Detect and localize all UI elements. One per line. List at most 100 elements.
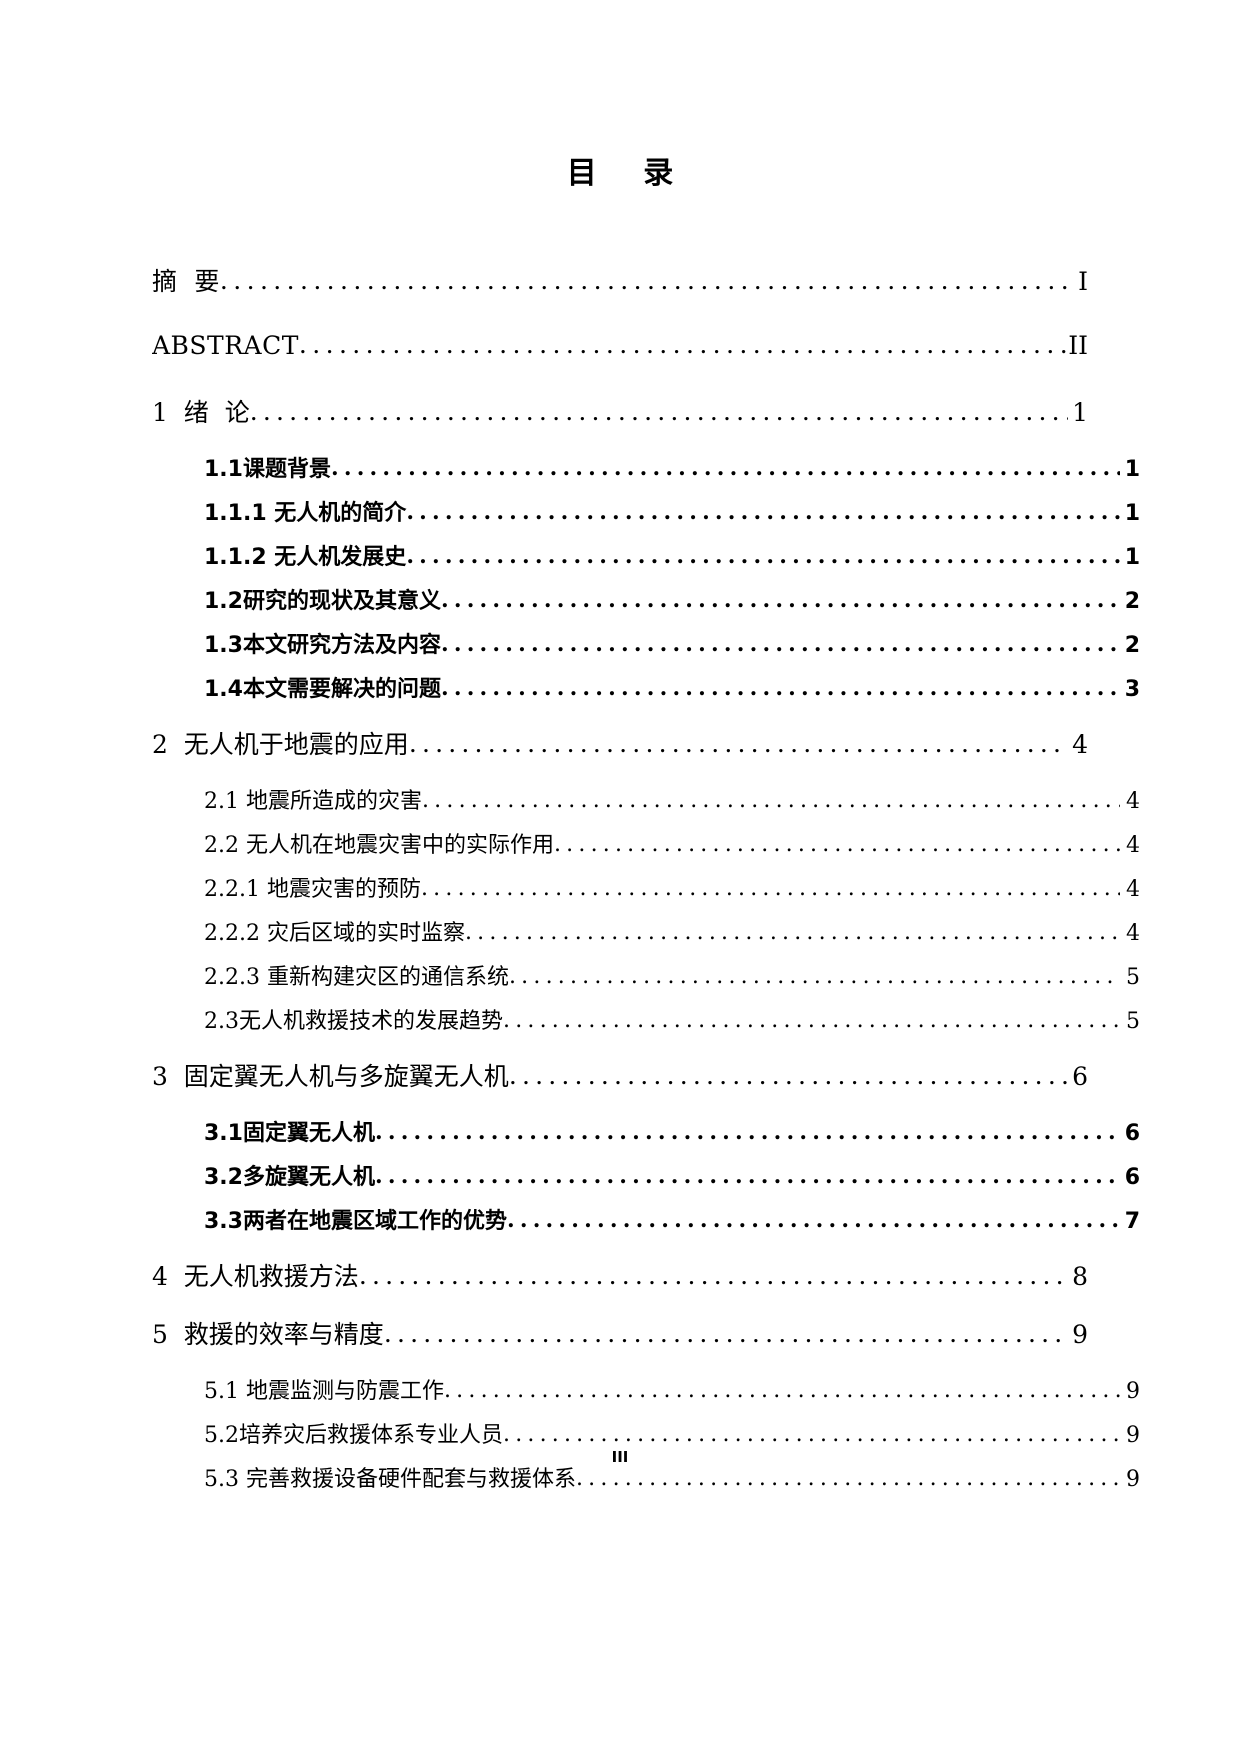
toc-entry[interactable]: 2.1 地震所造成的灾害............................… bbox=[152, 783, 1140, 815]
toc-entry[interactable]: 2.2 无人机在地震灾害中的实际作用......................… bbox=[152, 827, 1140, 859]
toc-entry[interactable]: 1.3本文研究方法及内容............................… bbox=[152, 627, 1140, 659]
toc-entry-label: 5.2培养灾后救援体系专业人员 bbox=[204, 1423, 503, 1448]
toc-entry-page-number: 9 bbox=[1126, 1467, 1140, 1492]
toc-entry-label: 1.1.2 无人机发展史 bbox=[204, 545, 407, 570]
toc-entry-label: 2 无人机于地震的应用 bbox=[152, 730, 409, 759]
toc-entry-page-number: 4 bbox=[1126, 877, 1140, 902]
toc-entry[interactable]: 2 无人机于地震的应用.............................… bbox=[152, 725, 1088, 761]
toc-dot-leader: ........................................… bbox=[508, 1061, 1068, 1090]
toc-dot-leader: ........................................… bbox=[503, 1422, 1120, 1447]
toc-entry[interactable]: 1.1.2 无人机发展史............................… bbox=[152, 539, 1140, 571]
toc-dot-leader: ........................................… bbox=[330, 455, 1120, 481]
toc-dot-leader: ........................................… bbox=[358, 1261, 1068, 1290]
toc-entry[interactable]: 3.1固定翼无人机...............................… bbox=[152, 1115, 1140, 1147]
toc-entry-label: 2.1 地震所造成的灾害 bbox=[204, 789, 422, 814]
toc-entry[interactable]: 3.2多旋翼无人机...............................… bbox=[152, 1159, 1140, 1191]
toc-entry[interactable]: 2.2.2 灾后区域的实时监察.........................… bbox=[152, 915, 1140, 947]
toc-entry-page-number: 1 bbox=[1124, 457, 1140, 482]
toc-dot-leader: ........................................… bbox=[553, 832, 1120, 857]
toc-entry[interactable]: 2.2.3 重新构建灾区的通信系统.......................… bbox=[152, 959, 1140, 991]
toc-entry-label: 1.4本文需要解决的问题 bbox=[204, 677, 441, 702]
toc-entry-label: 4 无人机救援方法 bbox=[152, 1262, 359, 1291]
toc-entry-label: 1.1课题背景 bbox=[204, 457, 331, 482]
footer-page-number: III bbox=[611, 1448, 629, 1466]
toc-entry-page-number: 1 bbox=[1124, 501, 1140, 526]
toc-entry-label: 3.3两者在地震区域工作的优势 bbox=[204, 1209, 507, 1234]
toc-entry[interactable]: 2.2.1 地震灾害的预防...........................… bbox=[152, 871, 1140, 903]
toc-dot-leader: ........................................… bbox=[406, 499, 1120, 525]
toc-dot-leader: ........................................… bbox=[508, 964, 1120, 989]
toc-entry-label: 摘 要 bbox=[152, 267, 220, 296]
toc-dot-leader: ........................................… bbox=[440, 587, 1120, 613]
toc-dot-leader: ........................................… bbox=[298, 331, 1066, 359]
toc-entry-label: 2.2.2 灾后区域的实时监察 bbox=[204, 921, 465, 946]
toc-entry[interactable]: 4 无人机救援方法...............................… bbox=[152, 1257, 1088, 1293]
toc-entry-page-number: 4 bbox=[1126, 789, 1140, 814]
toc-entry-label: 3.1固定翼无人机 bbox=[204, 1121, 375, 1146]
toc-entry-page-number: 2 bbox=[1124, 589, 1140, 614]
toc-entry[interactable]: 5.3 完善救援设备硬件配套与救援体系.....................… bbox=[152, 1461, 1140, 1493]
toc-entry-page-number: 4 bbox=[1126, 833, 1140, 858]
toc-entry-page-number: 4 bbox=[1126, 921, 1140, 946]
toc-entry[interactable]: ABSTRACT................................… bbox=[152, 331, 1088, 360]
toc-entry-page-number: 3 bbox=[1124, 677, 1140, 702]
toc-entry-label: 1 绪 论 bbox=[152, 398, 250, 427]
toc-entry-page-number: 7 bbox=[1124, 1209, 1140, 1234]
toc-dot-leader: ........................................… bbox=[249, 397, 1068, 426]
toc-dot-leader: ........................................… bbox=[420, 876, 1120, 901]
toc-entry[interactable]: 1.1.1 无人机的简介............................… bbox=[152, 495, 1140, 527]
toc-entry-page-number: 6 bbox=[1124, 1121, 1140, 1146]
toc-dot-leader: ........................................… bbox=[219, 266, 1068, 295]
toc-entry[interactable]: 1 绪 论...................................… bbox=[152, 393, 1088, 429]
toc-dot-leader: ........................................… bbox=[374, 1163, 1120, 1189]
toc-entry-page-number: 6 bbox=[1124, 1165, 1140, 1190]
toc-entry-page-number: 9 bbox=[1126, 1423, 1140, 1448]
toc-entry-page-number: 6 bbox=[1072, 1062, 1088, 1091]
toc-entry-label: 2.3无人机救援技术的发展趋势 bbox=[204, 1009, 503, 1034]
toc-entry[interactable]: 3.3两者在地震区域工作的优势.........................… bbox=[152, 1203, 1140, 1235]
toc-entry-label: 1.1.1 无人机的简介 bbox=[204, 501, 407, 526]
toc-entry-page-number: 9 bbox=[1126, 1379, 1140, 1404]
toc-entry[interactable]: 1.4本文需要解决的问题............................… bbox=[152, 671, 1140, 703]
toc-entry-page-number: 4 bbox=[1072, 730, 1088, 759]
toc-dot-leader: ........................................… bbox=[503, 1008, 1120, 1033]
toc-entry-label: 5.3 完善救援设备硬件配套与救援体系 bbox=[204, 1467, 576, 1492]
toc-entry[interactable]: 2.3无人机救援技术的发展趋势.........................… bbox=[152, 1003, 1140, 1035]
toc-entry-page-number: 8 bbox=[1072, 1262, 1088, 1291]
toc-entry[interactable]: 1.1课题背景.................................… bbox=[152, 451, 1140, 483]
toc-entry-label: 2.2.3 重新构建灾区的通信系统 bbox=[204, 965, 509, 990]
toc-entry-label: 2.2 无人机在地震灾害中的实际作用 bbox=[204, 833, 554, 858]
toc-entry-page-number: II bbox=[1068, 331, 1088, 360]
toc-entry-label: 3.2多旋翼无人机 bbox=[204, 1165, 375, 1190]
toc-dot-leader: ........................................… bbox=[506, 1207, 1120, 1233]
toc-entry[interactable]: 摘 要.....................................… bbox=[152, 262, 1088, 298]
toc-entry[interactable]: 1.2研究的现状及其意义............................… bbox=[152, 583, 1140, 615]
toc-entry-label: 1.2研究的现状及其意义 bbox=[204, 589, 441, 614]
table-of-contents: 摘 要.....................................… bbox=[152, 262, 1140, 1505]
toc-entry-page-number: 2 bbox=[1124, 633, 1140, 658]
toc-dot-leader: ........................................… bbox=[374, 1119, 1120, 1145]
toc-entry-page-number: 1 bbox=[1072, 398, 1088, 427]
toc-entry[interactable]: 5.1 地震监测与防震工作...........................… bbox=[152, 1373, 1140, 1405]
toc-entry-label: 3 固定翼无人机与多旋翼无人机 bbox=[152, 1062, 509, 1091]
toc-dot-leader: ........................................… bbox=[421, 788, 1120, 813]
toc-dot-leader: ........................................… bbox=[383, 1319, 1068, 1348]
toc-entry-label: 2.2.1 地震灾害的预防 bbox=[204, 877, 421, 902]
toc-entry-page-number: 1 bbox=[1124, 545, 1140, 570]
toc-entry[interactable]: 5 救援的效率与精度..............................… bbox=[152, 1315, 1088, 1351]
toc-dot-leader: ........................................… bbox=[440, 675, 1120, 701]
toc-entry-page-number: 9 bbox=[1072, 1320, 1088, 1349]
toc-dot-leader: ........................................… bbox=[408, 729, 1068, 758]
toc-entry-page-number: 5 bbox=[1126, 1009, 1140, 1034]
toc-entry-label: 1.3本文研究方法及内容 bbox=[204, 633, 441, 658]
toc-dot-leader: ........................................… bbox=[440, 631, 1120, 657]
toc-entry-page-number: I bbox=[1078, 267, 1088, 296]
page-title: 目 录 bbox=[566, 156, 692, 191]
toc-entry[interactable]: 3 固定翼无人机与多旋翼无人机.........................… bbox=[152, 1057, 1088, 1093]
toc-entry-label: 5.1 地震监测与防震工作 bbox=[204, 1379, 444, 1404]
toc-entry[interactable]: 5.2培养灾后救援体系专业人员.........................… bbox=[152, 1417, 1140, 1449]
toc-entry-page-number: 5 bbox=[1126, 965, 1140, 990]
toc-entry-label: 5 救援的效率与精度 bbox=[152, 1320, 384, 1349]
toc-entry-label: ABSTRACT bbox=[152, 331, 299, 360]
